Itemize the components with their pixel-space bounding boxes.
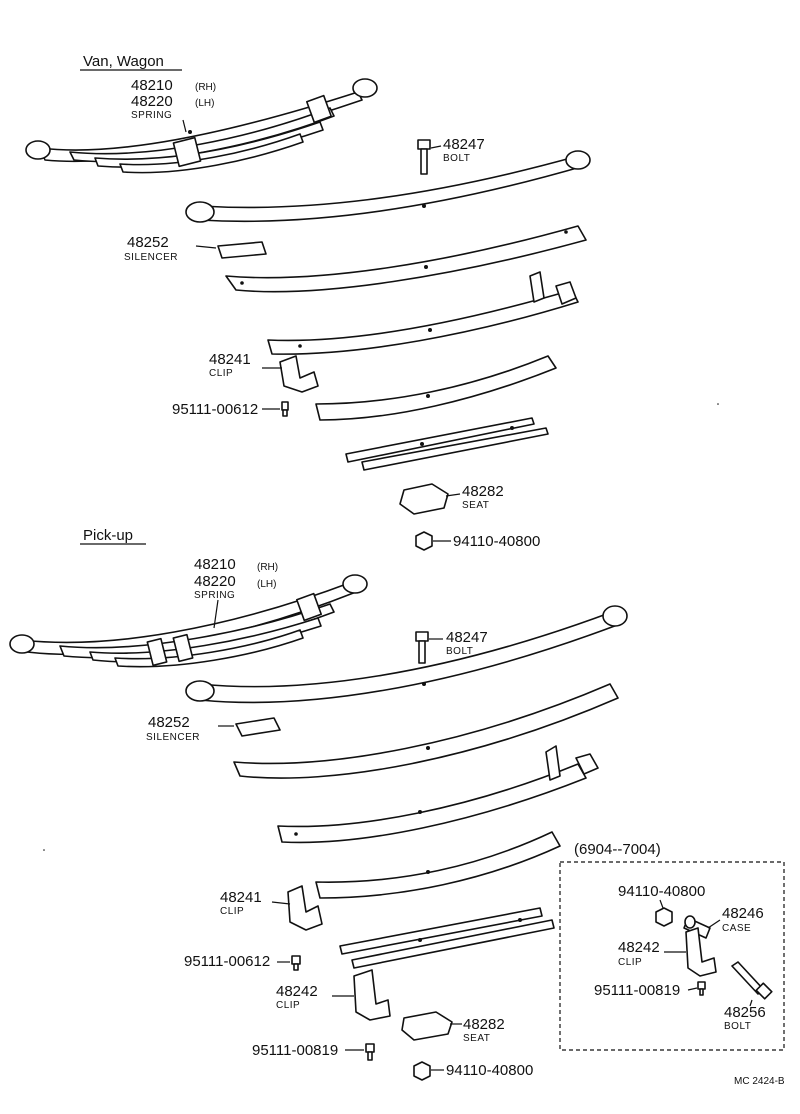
van-spring-number-lh: 48220 [131, 93, 173, 110]
pickup-nut-number: 94110-40800 [446, 1062, 533, 1079]
van-nut-part [415, 531, 433, 551]
inset-bolt-name: BOLT [724, 1021, 751, 1032]
van-bolt-name: BOLT [443, 153, 470, 164]
van-seat-name: SEAT [462, 500, 489, 511]
van-silencer-part [217, 241, 267, 259]
pickup-clip-name: CLIP [220, 906, 244, 917]
van-seat-part [399, 483, 449, 515]
pickup-seat-part [401, 1011, 453, 1041]
pickup-silencer-part [235, 717, 281, 737]
van-leaf-2 [225, 225, 587, 293]
van-wagon-title: Van, Wagon [83, 53, 164, 70]
inset-case-number: 48246 [722, 905, 764, 922]
inset-nut-part [655, 907, 673, 927]
diagram-code: MC 2424-B [734, 1076, 785, 1087]
pickup-screw-part [291, 955, 301, 971]
van-clip-part [279, 355, 319, 393]
inset-section: (6904--7004) 94110-40800 48246 CASE 4824… [559, 841, 785, 1051]
inset-case-name: CASE [722, 923, 751, 934]
pickup-spring-name: SPRING [194, 590, 235, 601]
van-silencer-name: SILENCER [124, 252, 178, 263]
inset-case-leader [707, 919, 721, 929]
pickup-clip2-name: CLIP [276, 1000, 300, 1011]
van-leaf-3 [267, 271, 579, 355]
pickup-seat-name: SEAT [463, 1033, 490, 1044]
inset-clip-number: 48242 [618, 939, 660, 956]
pickup-seat-number: 48282 [463, 1016, 505, 1033]
van-spring-number-rh: 48210 [131, 77, 173, 94]
pickup-rods [339, 907, 555, 969]
pickup-spring-number-lh: 48220 [194, 573, 236, 590]
stray-dot [717, 403, 719, 405]
inset-bolt-leader [749, 999, 753, 1007]
stray-dot [43, 849, 45, 851]
van-silencer-number: 48252 [127, 234, 169, 251]
pickup-main-leaf [185, 605, 628, 704]
van-main-leaf [185, 150, 591, 223]
pickup-leaf-2 [233, 683, 619, 779]
van-silencer-leader [195, 245, 217, 249]
inset-bolt-part [731, 961, 773, 1000]
van-wagon-section: Van, Wagon 48210 (RH) 48220 (LH) SPRING … [25, 53, 591, 551]
pickup-screw2-number: 95111-00819 [252, 1042, 338, 1059]
pickup-silencer-number: 48252 [148, 714, 190, 731]
inset-frame [559, 861, 785, 1051]
van-clip-name: CLIP [209, 368, 233, 379]
van-spring-assembly [25, 78, 378, 174]
van-screw-part [281, 401, 289, 417]
van-clip-number: 48241 [209, 351, 251, 368]
pickup-spring-assembly [9, 574, 368, 668]
van-bolt-leader [430, 145, 442, 149]
van-leaf-4 [315, 355, 557, 421]
pickup-clip2-number: 48242 [276, 983, 318, 1000]
inset-nut-leader [659, 899, 664, 909]
pickup-spring-number-rh: 48210 [194, 556, 236, 573]
inset-screw-leader [687, 987, 698, 991]
pickup-bolt-name: BOLT [446, 646, 473, 657]
van-spring-name: SPRING [131, 110, 172, 121]
pickup-screw2-part [365, 1043, 375, 1061]
inset-title: (6904--7004) [574, 841, 661, 858]
inset-clip-part [685, 927, 717, 977]
pickup-title: Pick-up [83, 527, 133, 544]
pickup-nut-part [413, 1061, 431, 1081]
pickup-spring-leader [213, 599, 219, 629]
van-spring-rh-label: (RH) [195, 82, 216, 93]
pickup-clip-leader [271, 901, 291, 905]
pickup-screw-number: 95111-00612 [184, 953, 270, 970]
pickup-silencer-name: SILENCER [146, 732, 200, 743]
pickup-clip2-part [353, 969, 391, 1021]
inset-screw-number: 95111-00819 [594, 982, 680, 999]
inset-bolt-number: 48256 [724, 1004, 766, 1021]
van-screw-number: 95111-00612 [172, 401, 258, 418]
van-nut-number: 94110-40800 [453, 533, 540, 550]
pickup-clip-number: 48241 [220, 889, 262, 906]
pickup-bolt-part [415, 631, 429, 664]
van-seat-number: 48282 [462, 483, 504, 500]
pickup-bolt-number: 48247 [446, 629, 488, 646]
pickup-leaf-4 [315, 831, 561, 899]
inset-clip-name: CLIP [618, 957, 642, 968]
van-bolt-number: 48247 [443, 136, 485, 153]
inset-nut-number: 94110-40800 [618, 883, 705, 900]
inset-screw-part [697, 981, 706, 996]
pickup-clip-part [287, 885, 323, 931]
van-seat-leader [445, 493, 461, 497]
pickup-spring-lh-label: (LH) [257, 579, 276, 590]
pickup-spring-rh-label: (RH) [257, 562, 278, 573]
pickup-section: Pick-up 48210 (RH) 48220 (LH) SPRING 482… [9, 527, 628, 1081]
van-bolt-part [417, 139, 431, 175]
pickup-leaf-3 [277, 745, 599, 844]
van-rods [345, 417, 549, 471]
van-spring-leader [182, 119, 187, 133]
van-spring-lh-label: (LH) [195, 98, 214, 109]
